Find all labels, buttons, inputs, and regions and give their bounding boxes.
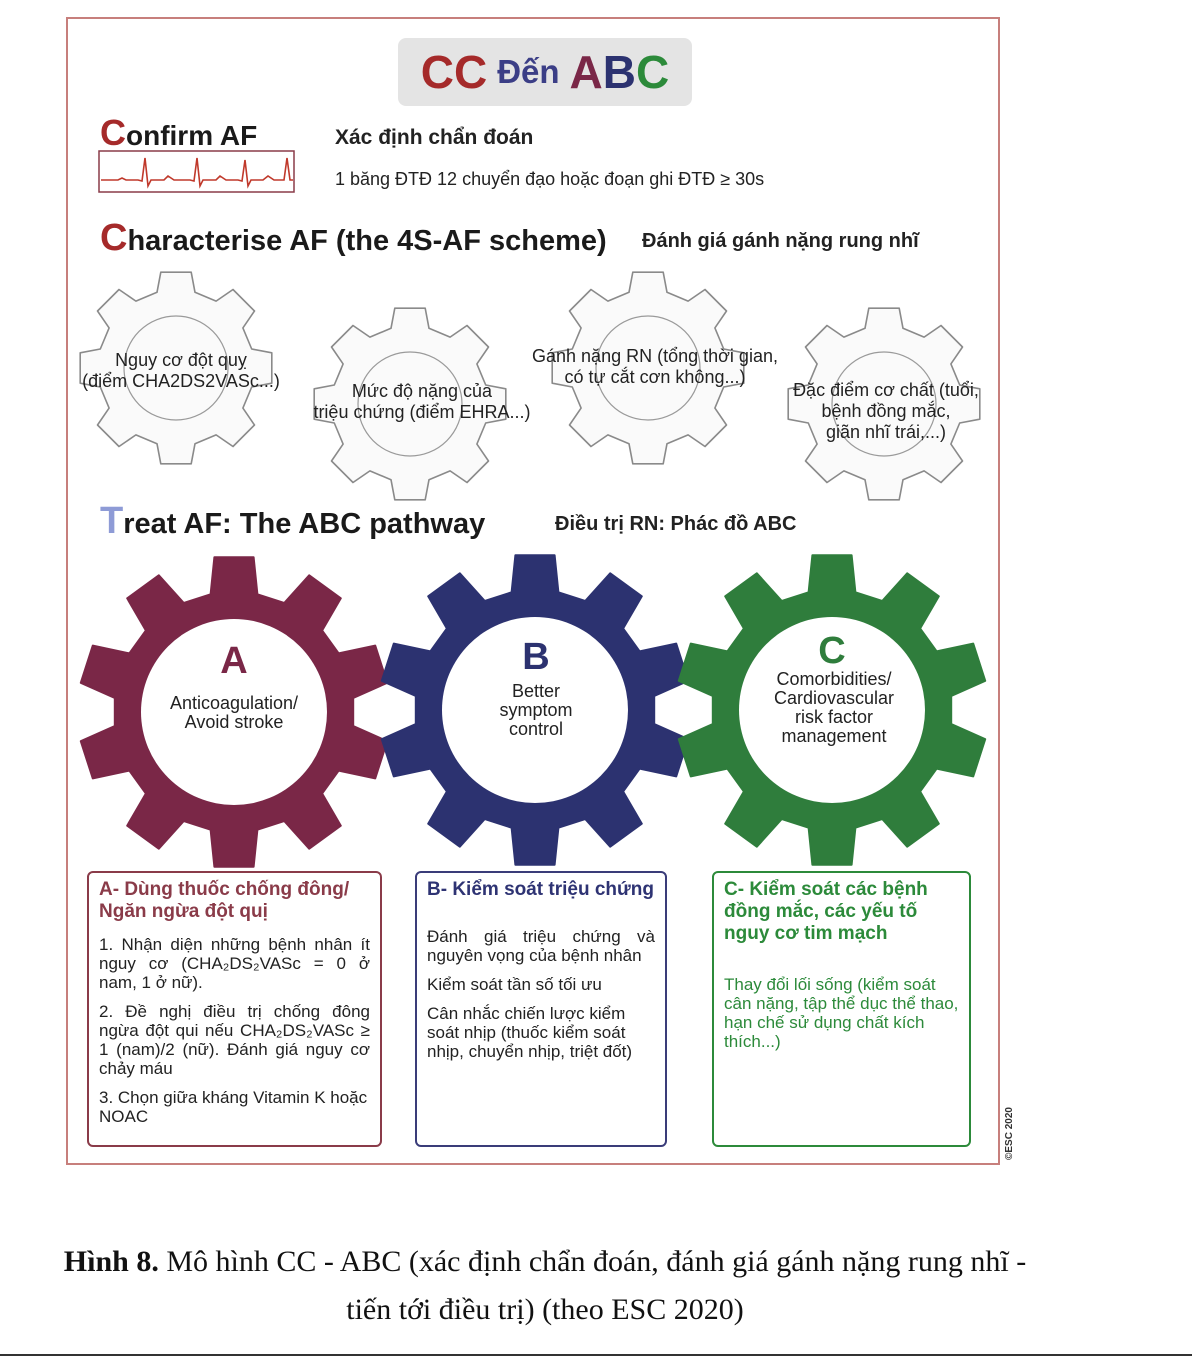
box-b-item-1: Đánh giá triệu chứng và nguyên vọng của … [427, 927, 655, 965]
gear-b-text: Better symptom control [466, 682, 606, 739]
gear-c-line: Cardiovascular [773, 688, 895, 708]
treat-heading: Treat AF: The ABC pathway [100, 500, 485, 543]
outline-gear-hub [831, 351, 937, 457]
gear-text-line: Gánh nặng RN (tổng thời gian, [532, 346, 778, 366]
outline-gear-body [79, 271, 273, 465]
gear-a-line: Anticoagulation/ [169, 693, 299, 713]
box-a-item-3: 3. Chọn giữa kháng Vitamin K hoặc NOAC [99, 1088, 368, 1126]
box-c-comorbidities: C- Kiểm soát các bệnh đồng mắc, các yếu … [712, 871, 971, 1147]
title-abc-letter: A [569, 46, 603, 98]
gear-c-icon [677, 554, 987, 866]
box-b-symptom-control: B- Kiểm soát triệu chứng Đánh giá triệu … [415, 871, 667, 1147]
caption-line-1: Hình 8. Mô hình CC - ABC (xác định chẩn … [0, 1238, 1090, 1286]
gear-a-text: Anticoagulation/ Avoid stroke [144, 694, 324, 732]
outline-gear-body [313, 307, 507, 501]
gear-c-text: Comorbidities/ Cardiovascular risk facto… [754, 670, 914, 746]
gear-hub [442, 617, 628, 803]
characterise-initial: C [100, 217, 128, 259]
gear-text-line: Nguy cơ đột quỵ [115, 350, 247, 370]
outline-gear-hub [595, 315, 701, 421]
gear-text-line: Mức độ nặng của [351, 381, 493, 401]
gear-b-icon [380, 554, 690, 866]
gear-c-line: risk factor [794, 707, 873, 727]
confirm-heading: Confirm AF [100, 112, 257, 154]
confirm-description: 1 băng ĐTĐ 12 chuyển đạo hoặc đoạn ghi Đ… [335, 169, 765, 189]
gear-c-line: management [781, 726, 887, 746]
gear-a-letter: A [220, 640, 248, 682]
outline-gear-hub [123, 315, 229, 421]
characterise-heading: Characterise AF (the 4S-AF scheme) [100, 217, 607, 260]
gear-text-line: triệu chứng (điểm EHRA...) [313, 402, 531, 422]
gear-c-letter: C [818, 630, 846, 672]
box-b-item-3: Cân nhắc chiến lược kiểm soát nhịp (thuố… [427, 1004, 633, 1061]
gear-b-letter: B [522, 636, 550, 678]
gear-hub [141, 619, 327, 805]
gear-text-line: có tự cắt cơn không...) [564, 367, 746, 387]
title-abc: ABC [570, 45, 670, 99]
box-b-item-2: Kiểm soát tần số tối ưu [427, 975, 602, 994]
confirm-vn-label: Xác định chẩn đoán [335, 126, 534, 149]
gear-a-line: Avoid stroke [184, 712, 284, 732]
outline-gear-icon [313, 307, 507, 501]
treat-vn-label: Điều trị RN: Phác đồ ABC [555, 513, 797, 535]
title-den: Đến [497, 53, 560, 90]
box-a-item-1: 1. Nhận diện những bệnh nhân ít nguy cơ … [99, 935, 370, 992]
confirm-rest: onfirm AF [126, 120, 258, 151]
box-c-title: C- Kiểm soát các bệnh đồng mắc, các yếu … [724, 879, 928, 944]
title-abc-letter: B [602, 46, 637, 98]
figure-caption: Hình 8. Mô hình CC - ABC (xác định chẩn … [0, 1238, 1090, 1334]
box-c-item-1: Thay đổi lối sống (kiểm soát cân nặng, t… [724, 975, 959, 1051]
gear-c-line: Comorbidities/ [776, 669, 892, 689]
treat-rest: reat AF: The ABC pathway [123, 508, 486, 540]
caption-line-2: tiến tới điều trị) (theo ESC 2020) [346, 1293, 744, 1326]
caption-figure-number: Hình 8. [63, 1245, 159, 1278]
diagram-frame [66, 17, 1000, 1165]
outline-gear-hub [357, 351, 463, 457]
gear-text-substrate: Đặc điểm cơ chất (tuổi, bệnh đồng mắc, g… [776, 380, 996, 443]
treat-initial: T [100, 500, 124, 542]
outline-gear-icon [79, 271, 273, 465]
bottom-divider [0, 1354, 1192, 1356]
gear-text-symptom-severity: Mức độ nặng của triệu chứng (điểm EHRA..… [296, 381, 548, 423]
outline-gear-icon [551, 271, 745, 465]
gear-a-icon [79, 556, 389, 868]
gear-text-line: (điểm CHA2DS2VASc...) [82, 371, 280, 391]
gear-b-line: Better [511, 681, 561, 701]
outline-gear-body [787, 307, 981, 501]
title-abc-letter: C [636, 46, 670, 98]
gear-text-line: Đặc điểm cơ chất (tuổi, [793, 380, 979, 400]
caption-text-1: Mô hình CC - ABC (xác định chẩn đoán, đá… [158, 1245, 1027, 1278]
confirm-initial: C [100, 112, 126, 153]
gear-text-line: bệnh đồng mắc, [821, 401, 951, 421]
gear-hub [739, 617, 925, 803]
gear-b-line: control [508, 719, 564, 739]
gear-b-line: symptom [499, 700, 573, 720]
box-a-item-2: 2. Đề nghị điều trị chống đông ngừa đột … [99, 1002, 370, 1078]
box-b-title: B- Kiểm soát triệu chứng [427, 879, 655, 900]
outline-gear-body [551, 271, 745, 465]
outline-gear-icon [787, 307, 981, 501]
box-a-title: A- Dùng thuốc chống đông/ Ngăn ngừa đột … [99, 879, 350, 922]
esc-copyright: ©ESC 2020 [1004, 1107, 1015, 1160]
gear-text-af-burden: Gánh nặng RN (tổng thời gian, có tự cắt … [510, 346, 800, 388]
characterise-vn-label: Đánh giá gánh nặng rung nhĩ [642, 230, 919, 252]
gear-text-stroke-risk: Nguy cơ đột quỵ (điểm CHA2DS2VASc...) [66, 350, 296, 392]
characterise-rest: haracterise AF (the 4S-AF scheme) [127, 225, 607, 257]
ecg-strip-icon [98, 150, 295, 193]
box-a-anticoagulation: A- Dùng thuốc chống đông/ Ngăn ngừa đột … [87, 871, 382, 1147]
title-cc: CC [420, 46, 488, 98]
gear-text-line: giãn nhĩ trái,...) [825, 422, 947, 442]
title-box: CC Đến ABC [398, 38, 692, 106]
